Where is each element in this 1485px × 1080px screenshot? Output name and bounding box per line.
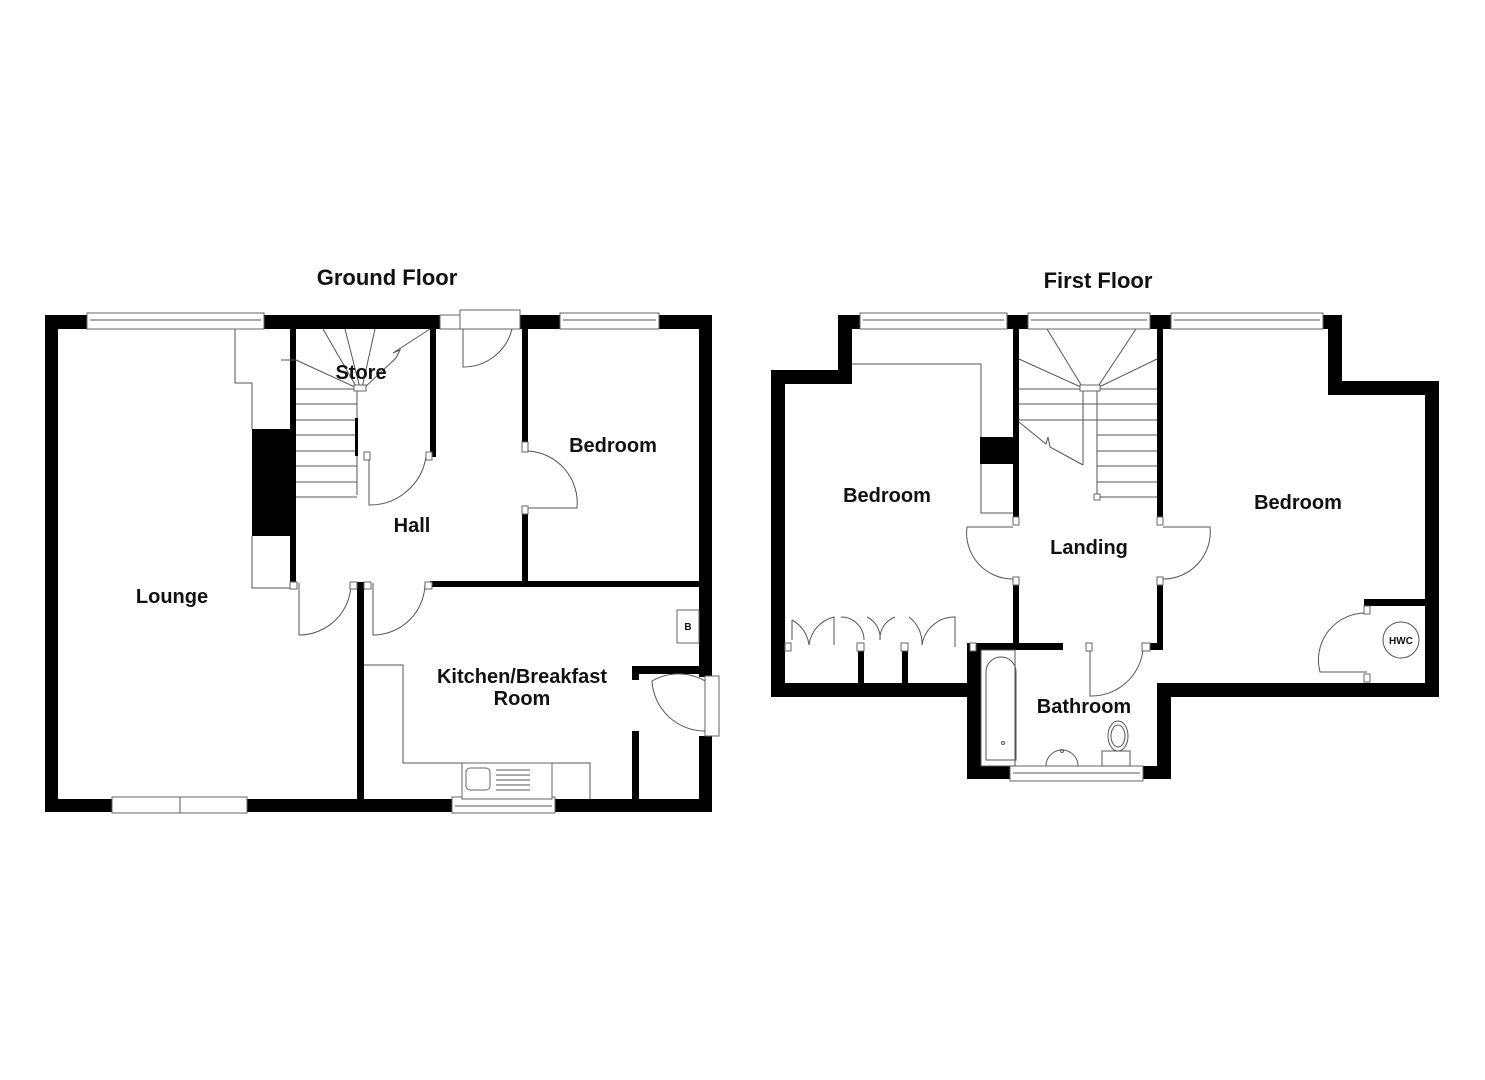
wall <box>522 329 528 442</box>
wall <box>967 643 981 779</box>
window <box>1027 312 1151 330</box>
wall <box>1364 599 1370 609</box>
chimney-breast <box>980 437 1013 464</box>
bathtub <box>980 649 1016 767</box>
wall <box>1157 683 1439 697</box>
ground-floor-plan: Ground Floor <box>45 265 720 814</box>
toilet-bowl <box>1107 720 1129 752</box>
staircase <box>1018 328 1158 501</box>
wall <box>522 509 528 584</box>
wall <box>902 650 908 690</box>
wall <box>1149 643 1163 650</box>
wall <box>632 666 712 674</box>
room-label-kitchen: Kitchen/Breakfast <box>437 666 607 688</box>
wall <box>977 643 1063 650</box>
doors <box>289 328 706 732</box>
boiler-label: B <box>684 622 691 633</box>
bathtub-inner <box>985 656 1017 761</box>
wall <box>1328 381 1439 395</box>
wall <box>771 370 785 696</box>
bathroom-fixtures <box>980 649 1131 767</box>
wall <box>430 329 436 457</box>
wall <box>858 650 864 690</box>
room-label-hall: Hall <box>394 515 431 537</box>
room-label-kitchen-line2: Room <box>494 688 551 710</box>
wall <box>1328 315 1342 395</box>
room-label-bedroom-left: Bedroom <box>843 485 931 507</box>
wall <box>290 329 296 586</box>
wall <box>632 731 639 801</box>
room-label-landing: Landing <box>1050 537 1128 559</box>
wall <box>1157 329 1163 520</box>
window <box>1170 312 1324 330</box>
wall <box>1364 599 1439 606</box>
room-label-lounge: Lounge <box>136 586 208 608</box>
room-label-bedroom-right: Bedroom <box>1254 492 1342 514</box>
window <box>439 314 461 330</box>
wall <box>1425 381 1439 697</box>
chimney-breast <box>252 429 290 536</box>
room-label-store: Store <box>335 362 386 384</box>
boiler-box <box>676 609 700 644</box>
wall <box>1157 583 1163 649</box>
side-door-frame <box>704 675 720 737</box>
toilet-cistern <box>1101 750 1131 767</box>
wall <box>1013 329 1019 520</box>
window <box>859 312 1008 330</box>
wall <box>632 666 639 680</box>
wall <box>771 370 852 384</box>
doors <box>784 516 1371 697</box>
wall <box>45 315 58 812</box>
wall <box>430 581 712 587</box>
staircase <box>281 328 431 498</box>
window <box>559 312 660 330</box>
first-floor-title: First Floor <box>1044 268 1153 293</box>
ground-floor-title: Ground Floor <box>317 265 458 290</box>
wall <box>1157 683 1171 779</box>
front-door-frame <box>459 309 521 330</box>
window <box>86 312 265 330</box>
wall <box>838 315 852 383</box>
wall <box>257 315 440 329</box>
room-label-bedroom: Bedroom <box>569 435 657 457</box>
wall <box>357 582 364 807</box>
hwc-label: HWC <box>1389 636 1413 647</box>
hot-water-cylinder <box>1382 621 1420 659</box>
wall <box>1013 583 1019 649</box>
room-label-bathroom: Bathroom <box>1037 696 1131 718</box>
wall <box>699 315 712 677</box>
first-floor-plan: First Floor <box>771 268 1439 782</box>
wall <box>699 736 712 812</box>
wall <box>771 683 981 697</box>
